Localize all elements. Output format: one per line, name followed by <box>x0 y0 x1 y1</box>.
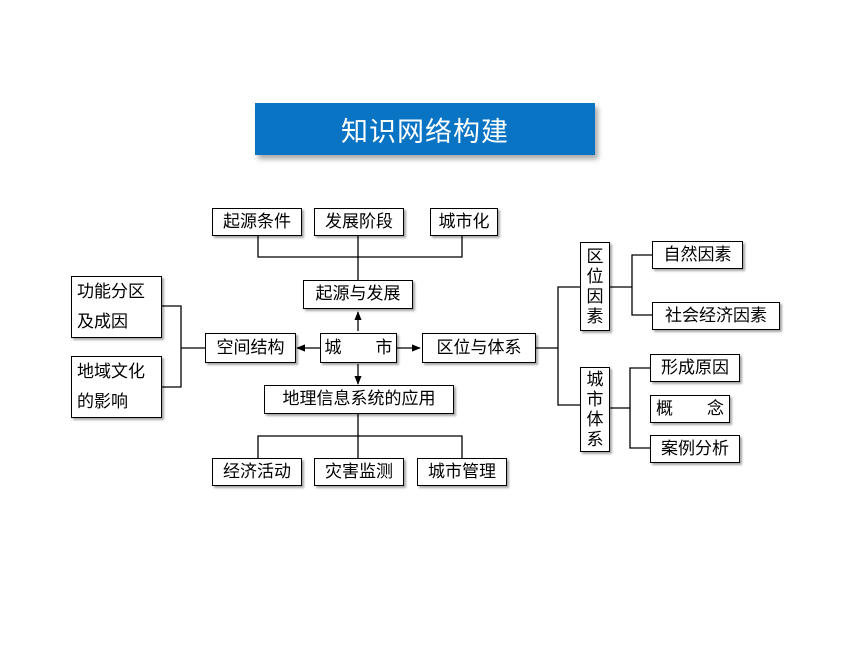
node-origin-conditions: 起源条件 <box>212 208 302 236</box>
node-natural-factors: 自然因素 <box>652 241 743 269</box>
node-origin-and-development: 起源与发展 <box>303 280 413 309</box>
page-title: 知识网络构建 <box>255 103 595 155</box>
node-formation-causes: 形成原因 <box>650 354 740 382</box>
connector-factors-bracket <box>631 254 652 316</box>
node-disaster-monitoring: 灾害监测 <box>314 458 404 486</box>
connector-right-bracket <box>557 286 580 406</box>
connector-bottom-branch <box>257 435 463 458</box>
connector-system-bracket <box>629 367 650 449</box>
node-case-analysis: 案例分析 <box>650 435 740 463</box>
node-city-management: 城市管理 <box>417 458 507 486</box>
node-city-system: 城市体系 <box>580 367 610 452</box>
node-spatial-structure: 空间结构 <box>205 333 296 363</box>
connector-top-branch <box>257 235 463 258</box>
node-urbanization: 城市化 <box>430 208 498 236</box>
node-regional-culture: 地域文化的影响 <box>71 356 162 418</box>
node-development-stages: 发展阶段 <box>314 208 404 236</box>
connector-left-bracket <box>162 305 182 388</box>
node-gis-application: 地理信息系统的应用 <box>264 385 454 414</box>
node-location-factors: 区位因素 <box>580 242 610 331</box>
node-city: 城 市 <box>320 333 397 363</box>
node-functional-zoning: 功能分区及成因 <box>71 276 162 338</box>
node-concept: 概 念 <box>650 395 730 423</box>
node-economic-activity: 经济活动 <box>212 458 302 486</box>
node-location-and-system: 区位与体系 <box>422 333 536 363</box>
node-socioeconomic-factors: 社会经济因素 <box>652 302 780 330</box>
